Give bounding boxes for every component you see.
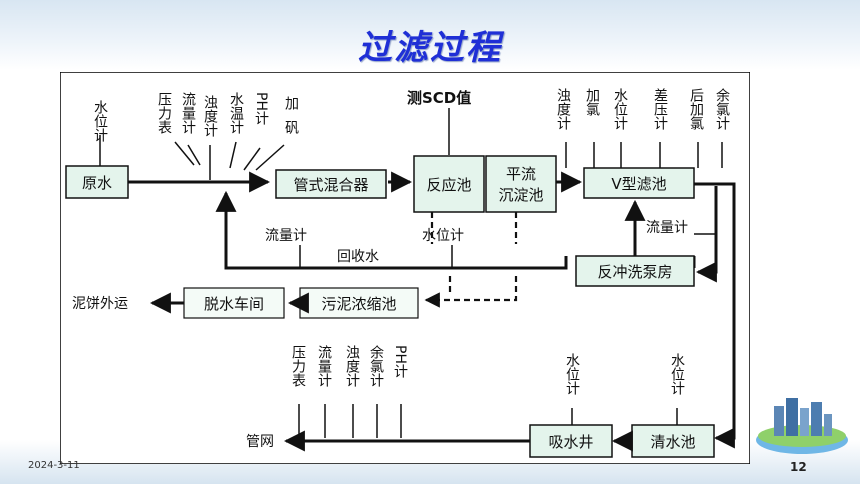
- instr-ph-out: PH计: [392, 345, 408, 378]
- box-sedimentation: [485, 155, 557, 213]
- top-instruments: 水位计 压力表 流量计 浊度计 水温计 PH计 加矾: [92, 92, 299, 144]
- instr-add-alum: 加矾: [283, 96, 299, 144]
- box-raw-water-label: 原水: [82, 174, 112, 192]
- box-suction-well-label: 吸水井: [548, 433, 593, 451]
- label-scd: 测SCD值: [407, 89, 471, 107]
- filter-instruments: 浊度计 加氯 水位计 差压计 后加氯 余氯计: [555, 87, 730, 130]
- instr-turbidity-in: 浊度计: [202, 95, 218, 137]
- instr-water-temp: 水温计: [228, 92, 244, 134]
- instr-turbidity-out: 浊度计: [344, 345, 360, 387]
- box-reaction-tank-label: 反应池: [426, 176, 471, 194]
- box-dewatering-label: 脱水车间: [204, 295, 264, 313]
- instr-water-level-suction: 水位计: [564, 353, 580, 395]
- label-flow-meter-backwash: 流量计: [646, 220, 688, 236]
- slide-title: 过滤过程: [358, 28, 502, 68]
- box-v-filter-label: V型滤池: [611, 175, 666, 193]
- city-globe-decoration: [756, 398, 848, 454]
- instr-residual-chlorine-out: 余氯计: [368, 344, 384, 387]
- box-reaction-tank: [413, 155, 485, 213]
- box-sludge-thickener: [299, 287, 419, 319]
- label-pipe-network: 管网: [246, 434, 274, 450]
- box-sludge-thickener-label: 污泥浓缩池: [321, 295, 396, 313]
- box-backwash-pump-label: 反冲洗泵房: [597, 263, 672, 281]
- slide-date: 2024-3-11: [28, 460, 80, 471]
- instr-water-level-raw: 水位计: [92, 100, 108, 142]
- box-suction-well: [529, 424, 613, 458]
- box-clear-water: [631, 424, 715, 458]
- instr-flow-meter-in: 流量计: [180, 92, 196, 134]
- outlet-instruments: 压力表 流量计 浊度计 余氯计 PH计 水位计 水位计: [290, 344, 685, 395]
- filtration-process-diagram: 水位计 压力表 流量计 浊度计 水温计 PH计 加矾 浊度计 加氯 水位计 差压…: [60, 72, 750, 464]
- instr-water-level-filter: 水位计: [612, 88, 628, 130]
- instr-post-chlorine: 后加氯: [688, 88, 704, 130]
- label-flow-meter-recycle: 流量计: [265, 228, 307, 244]
- label-recycle-water: 回收水: [337, 249, 379, 265]
- label-level-meter-sed: 水位计: [422, 228, 464, 244]
- box-pipe-mixer: [275, 169, 387, 199]
- label-sludge-out: 泥饼外运: [72, 296, 128, 312]
- box-raw-water: [65, 165, 129, 199]
- instr-turbidity-filter: 浊度计: [555, 88, 571, 130]
- instr-flow-meter-out: 流量计: [316, 345, 332, 387]
- box-sedimentation-label-2: 沉淀池: [498, 186, 543, 204]
- header-band: [0, 0, 860, 70]
- instr-pressure-gauge-out: 压力表: [290, 345, 306, 387]
- instr-residual-chlorine: 余氯计: [714, 87, 730, 130]
- box-clear-water-label: 清水池: [650, 433, 695, 451]
- box-pipe-mixer-label: 管式混合器: [293, 176, 368, 194]
- instr-ph-in: PH计: [253, 92, 269, 125]
- box-sedimentation-label-1: 平流: [506, 165, 536, 183]
- instr-water-level-clear: 水位计: [669, 353, 685, 395]
- page-number: 12: [790, 460, 807, 474]
- box-v-filter: [583, 167, 695, 199]
- instr-add-chlorine: 加氯: [584, 88, 600, 116]
- instr-diff-pressure: 差压计: [652, 88, 668, 130]
- instr-pressure-gauge-in: 压力表: [156, 92, 172, 134]
